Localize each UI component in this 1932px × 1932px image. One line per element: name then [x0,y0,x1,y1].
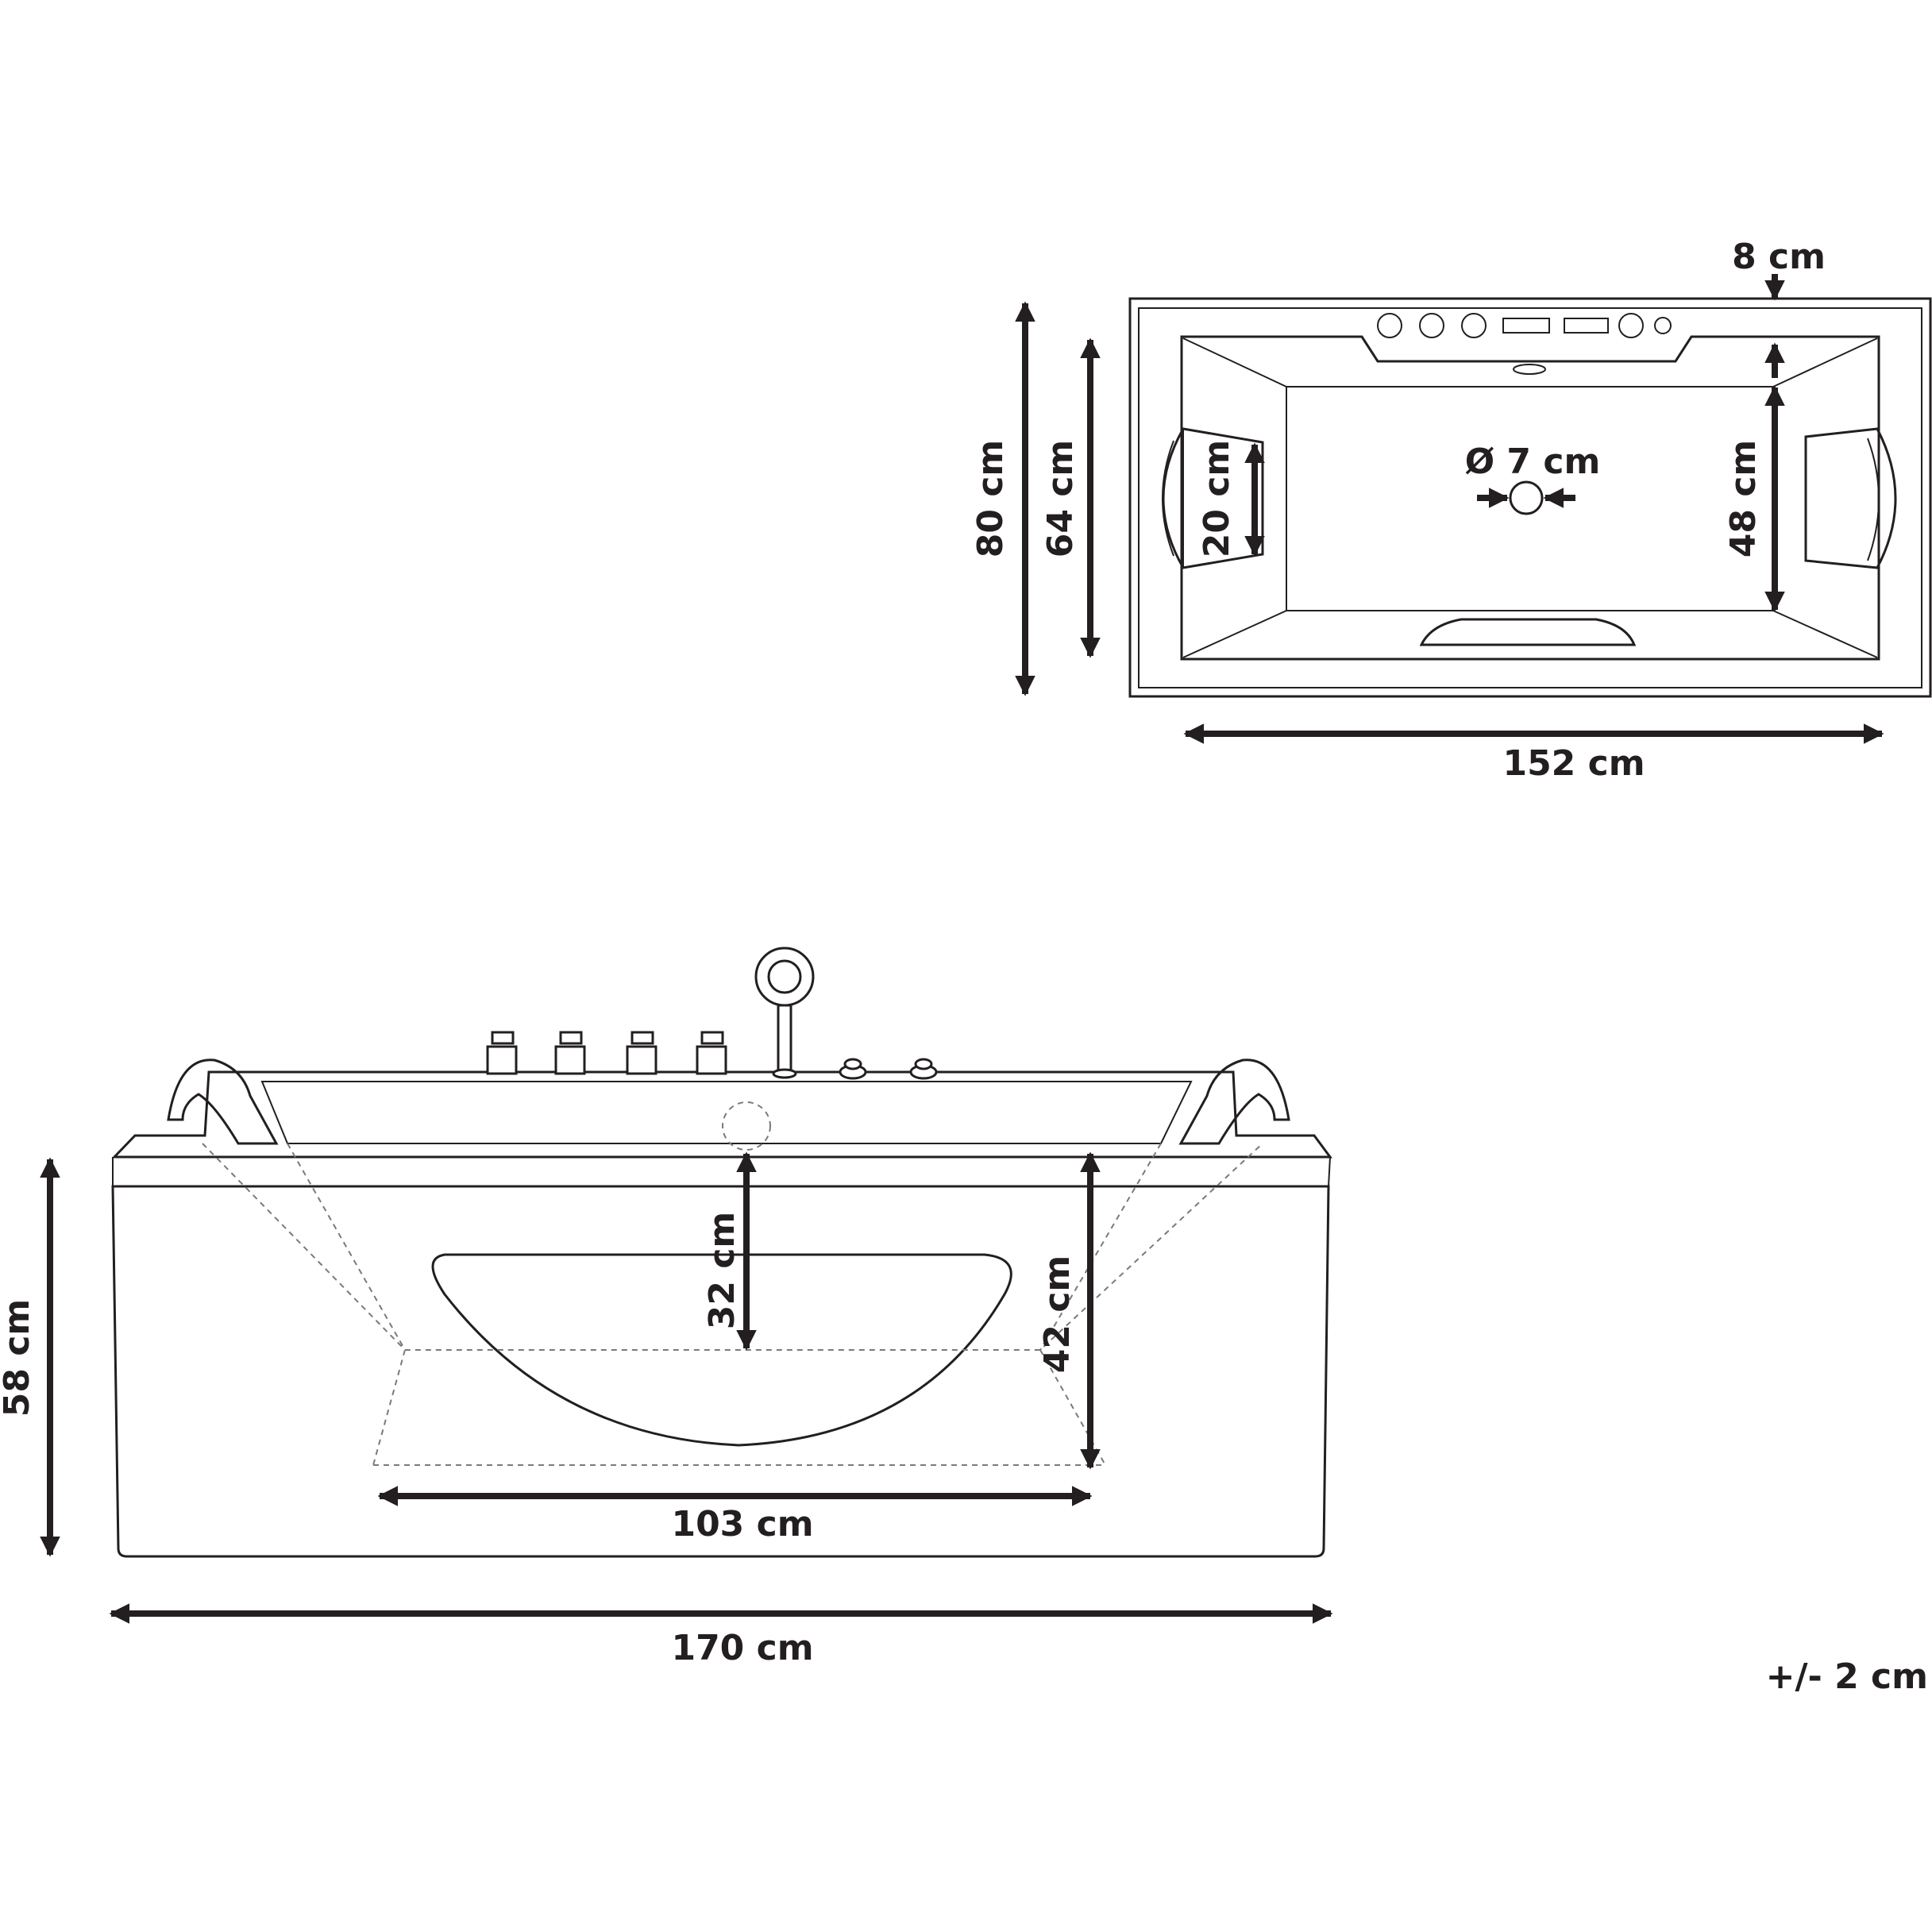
label-headrest-length: 20 cm [1197,440,1237,557]
overflow-cover [1513,364,1546,375]
faucet-valves [486,1031,727,1075]
slope-line [1772,337,1878,388]
label-water-depth: 42 cm [1037,1255,1078,1373]
slope-line [1182,610,1287,658]
right-headrest [1804,427,1897,569]
jet-knobs [839,1058,938,1080]
hidden-floor-side [372,1349,1106,1466]
top-outer-rim [1128,297,1932,698]
label-inner-depth: 64 cm [1040,440,1081,557]
left-armrest [167,1059,279,1145]
control-knob [1419,313,1444,338]
label-floor-length: 103 cm [671,1504,813,1544]
control-knob [1654,317,1672,334]
control-panel [1564,318,1609,334]
label-shallow-depth: 32 cm [702,1212,742,1329]
label-drain-diameter: Ø 7 cm [1465,442,1601,482]
label-tolerance: +/- 2 cm [1766,1656,1928,1697]
top-basin-outline [1180,335,1880,661]
control-knob [1377,313,1402,338]
front-panel [111,1185,1330,1558]
slope-line [1772,610,1878,658]
panel-seam [1328,1156,1331,1187]
label-total-length: 170 cm [671,1628,813,1668]
top-inner-rim [1138,307,1922,688]
top-view [1128,297,1932,698]
hidden-basin [1039,1143,1162,1351]
label-rim-width: 8 cm [1732,237,1826,277]
slope-line [1182,337,1287,388]
control-panel [1502,318,1550,334]
label-inner-length: 152 cm [1502,743,1645,784]
shower-head-icon [754,947,815,1079]
hidden-basin [202,1143,1263,1351]
right-armrest [1178,1059,1290,1145]
top-view-dimensions [1015,274,1884,744]
control-knob [1618,313,1644,338]
label-total-depth: 80 cm [970,440,1011,557]
headrest-cushion [1867,438,1880,561]
front-view-dimensions [40,1151,1333,1624]
front-armrest [1419,618,1637,646]
label-total-height: 58 cm [0,1299,37,1417]
label-floor-depth: 48 cm [1723,440,1764,557]
front-window [431,1253,1012,1447]
overflow-drain-icon [722,1101,771,1151]
front-rim-opening [260,1081,1193,1144]
control-knob [1461,313,1487,338]
front-view [111,947,1332,1558]
hidden-basin [287,1143,406,1351]
top-basin-floor [1286,386,1774,611]
drain-icon [1509,480,1544,515]
headrest-cushion [1162,440,1174,557]
